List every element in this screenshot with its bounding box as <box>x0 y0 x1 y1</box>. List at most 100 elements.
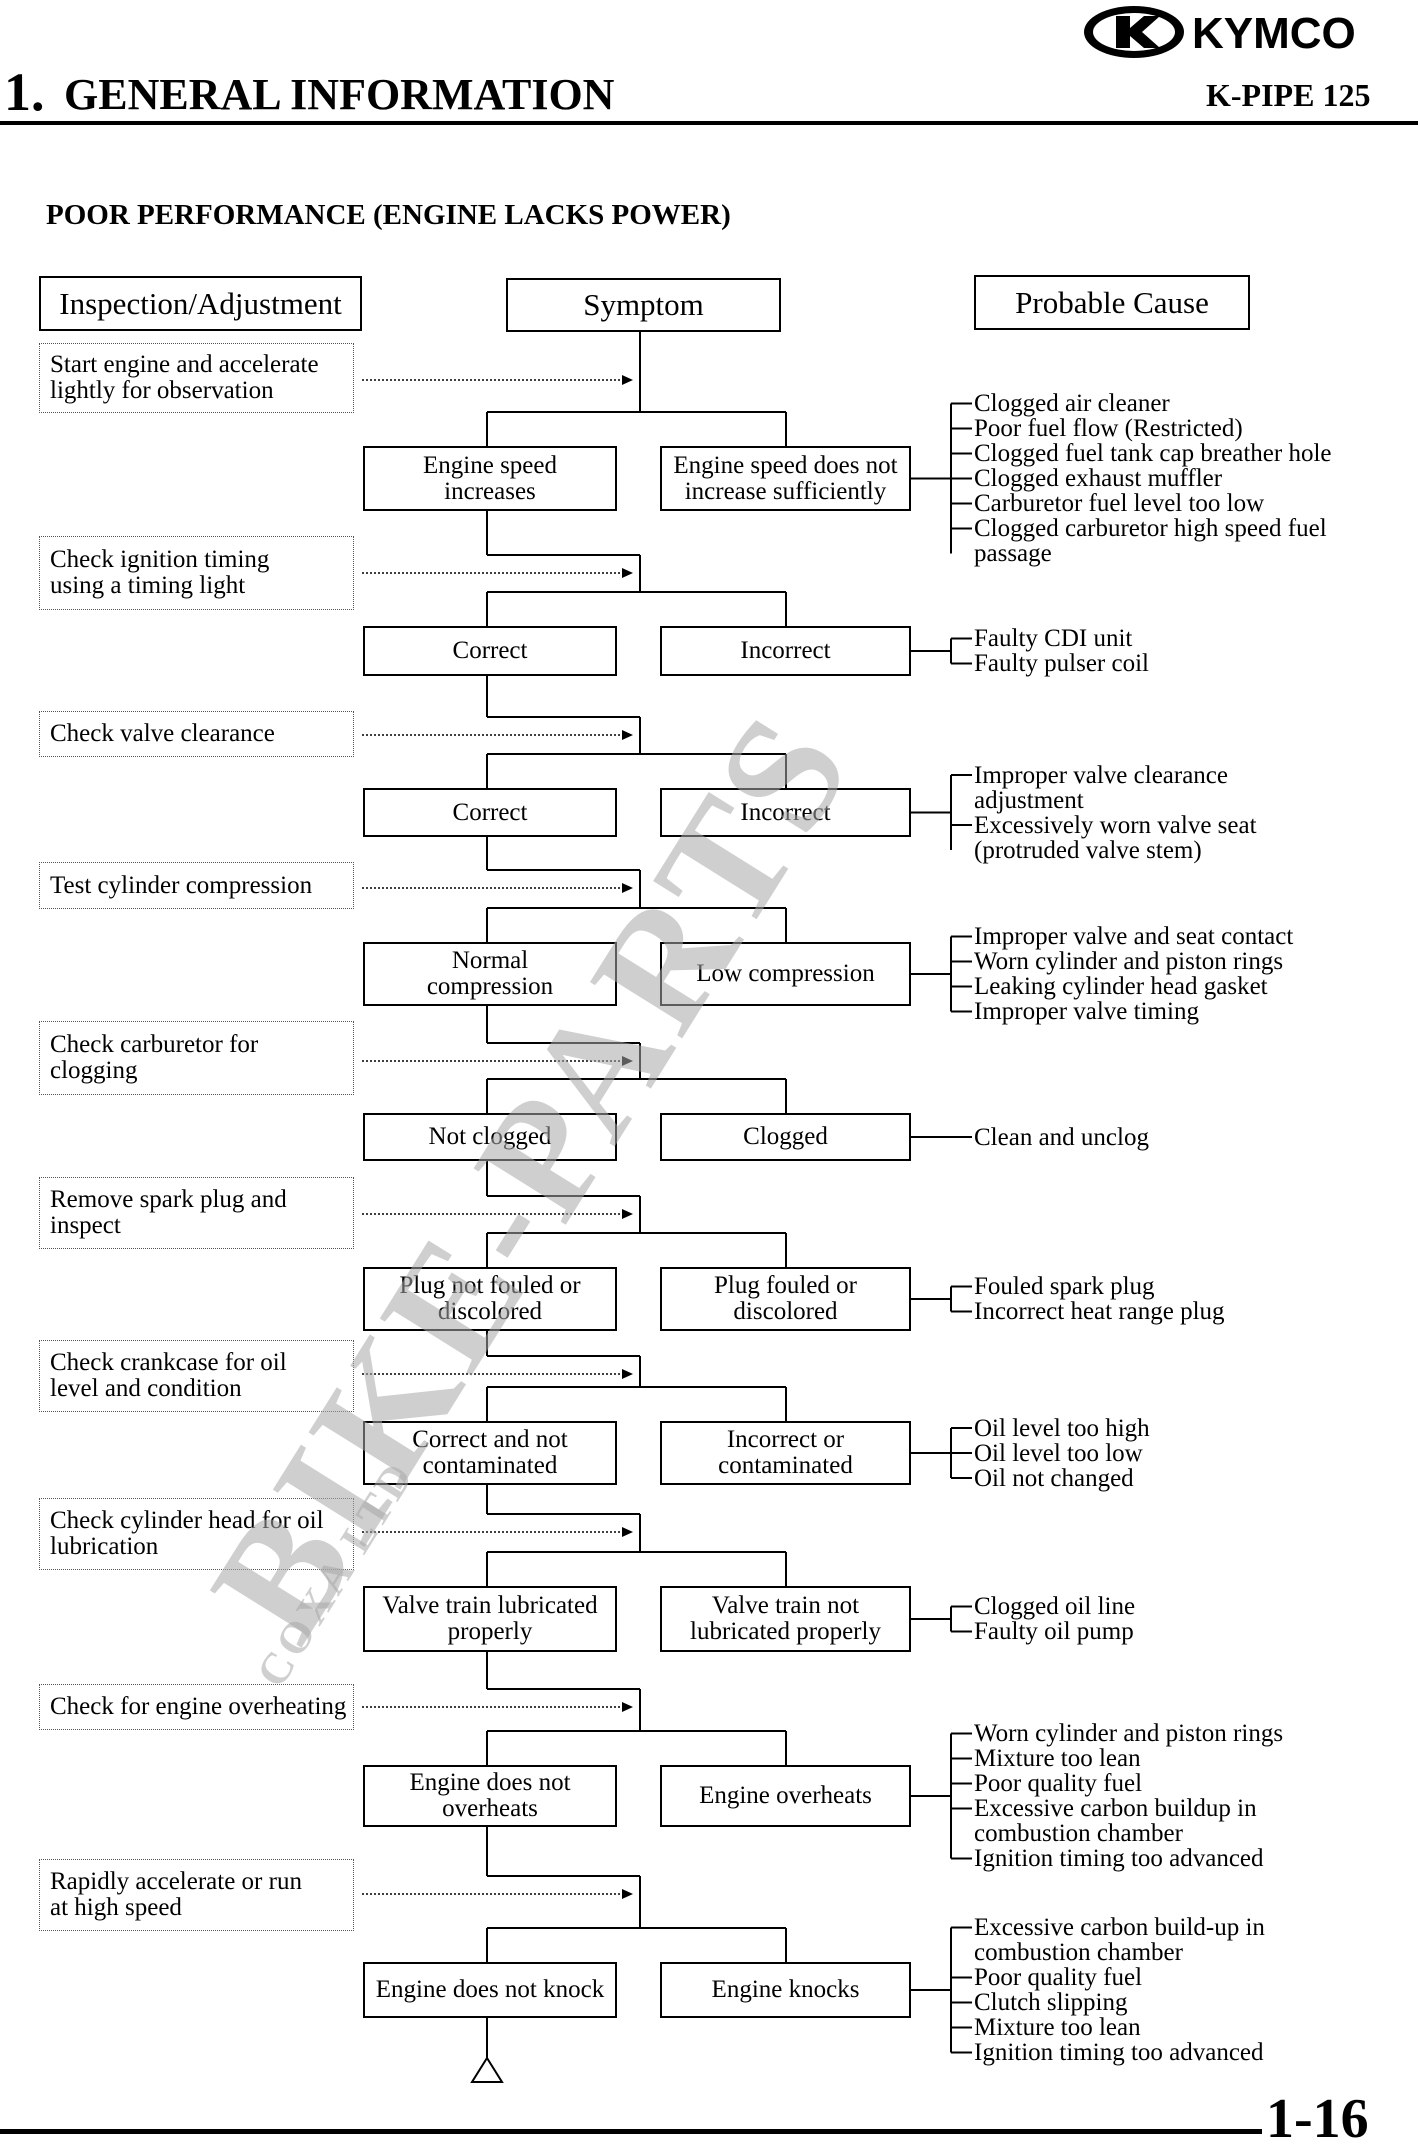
inspection-box-line: Test cylinder compression <box>50 871 313 899</box>
probable-cause-item: Mixture too lean <box>974 1745 1141 1772</box>
probable-cause-item: combustion chamber <box>974 1939 1183 1966</box>
symptom-fail-box: Clogged <box>660 1113 911 1161</box>
symptom-pass-box-line: increases <box>444 477 536 505</box>
probable-cause-item: Oil level too low <box>974 1439 1143 1467</box>
symptom-fail-box-line: discolored <box>733 1298 838 1325</box>
probable-cause-item: Worn cylinder and piston rings <box>974 948 1284 975</box>
end-triangle-icon <box>470 2056 504 2083</box>
symptom-fail-box: Engine overheats <box>660 1765 911 1827</box>
probable-cause-item: Clogged oil line <box>974 1593 1136 1620</box>
symptom-fail-box-line: increase sufficiently <box>684 477 887 505</box>
symptom-pass-box-line: discolored <box>437 1298 543 1325</box>
symptom-pass-box-line: Correct <box>452 637 528 664</box>
inspection-box-line: at high speed <box>50 1894 182 1921</box>
probable-cause-item: Ignition timing too advanced <box>974 1845 1264 1872</box>
symptom-pass-box-line: overheats <box>442 1795 538 1822</box>
symptom-pass-box-line: Valve train lubricated <box>382 1592 598 1619</box>
header-rule <box>0 121 1418 125</box>
symptom-pass-box: Correct <box>363 788 617 837</box>
inspection-box-line: inspect <box>50 1212 121 1239</box>
probable-cause-item: passage <box>974 540 1052 567</box>
inspection-box: Check for engine overheating <box>39 1684 354 1730</box>
kymco-logo: KYMCO <box>1080 2 1408 62</box>
chapter-number: 1. <box>4 62 45 122</box>
symptom-pass-box-line: Normal <box>451 947 529 974</box>
symptom-fail-box-line: Engine speed does not <box>673 451 898 479</box>
inspection-box-line: clogging <box>50 1057 138 1084</box>
inspection-box-line: Check valve clearance <box>50 720 275 747</box>
symptom-pass-box-line: properly <box>447 1618 533 1645</box>
symptom-pass-box: Not clogged <box>363 1113 617 1161</box>
inspection-box-line: Check cylinder head for oil <box>50 1507 324 1534</box>
arrow-head-icon <box>622 1209 633 1219</box>
inspection-box-line: Check ignition timing <box>50 546 270 573</box>
symptom-pass-box: Correct <box>363 626 617 676</box>
symptom-fail-box-line: lubricated properly <box>690 1618 881 1645</box>
inspection-box: Test cylinder compression <box>39 862 354 909</box>
probable-cause-item: Excessively worn valve seat <box>974 811 1257 839</box>
probable-cause-item: Faulty oil pump <box>974 1618 1134 1645</box>
symptom-fail-box-line: Low compression <box>696 960 875 987</box>
arrow-head-icon <box>622 1369 633 1379</box>
probable-cause-item: Clogged carburetor high speed fuel <box>974 515 1327 542</box>
inspection-box-line: level and condition <box>50 1375 242 1402</box>
inspection-box-line: lubrication <box>50 1533 159 1560</box>
probable-cause-item: Clogged exhaust muffler <box>974 465 1223 492</box>
symptom-fail-box-line: Engine knocks <box>711 1976 860 2003</box>
footer-rule <box>0 2129 1262 2134</box>
symptom-fail-box-line: Valve train not <box>711 1592 860 1619</box>
symptom-fail-box-line: Plug fouled or <box>713 1272 858 1299</box>
symptom-pass-box-line: Engine does not <box>409 1769 571 1796</box>
inspection-box-line: Check crankcase for oil <box>50 1349 287 1376</box>
probable-cause-item: Clutch slipping <box>974 1989 1128 2016</box>
symptom-pass-box-line: contaminated <box>422 1452 558 1479</box>
probable-cause-item: Clean and unclog <box>974 1123 1149 1151</box>
arrow-head-icon <box>622 1889 633 1899</box>
symptom-fail-box-line: Incorrect <box>740 637 831 664</box>
chapter-title: GENERAL INFORMATION <box>64 70 615 119</box>
symptom-fail-box: Engine knocks <box>660 1962 911 2018</box>
arrow-head-icon <box>622 375 633 385</box>
symptom-fail-box-line: contaminated <box>718 1452 853 1479</box>
probable-cause-item: Leaking cylinder head gasket <box>974 973 1268 1000</box>
brand-text: KYMCO <box>1192 9 1356 58</box>
probable-cause-item: Worn cylinder and piston rings <box>974 1720 1284 1747</box>
inspection-box-line: Check carburetor for <box>50 1031 259 1058</box>
symptom-fail-box-line: Incorrect <box>740 798 831 826</box>
probable-cause-item: Clogged fuel tank cap breather hole <box>974 440 1332 467</box>
column-header-symptom: Symptom <box>506 278 781 332</box>
probable-cause-item: Improper valve and seat contact <box>974 923 1294 950</box>
symptom-fail-box-line: Incorrect or <box>726 1426 845 1453</box>
probable-cause-item: adjustment <box>974 786 1084 814</box>
probable-cause-item: Excessive carbon buildup in <box>974 1795 1257 1822</box>
arrow-head-icon <box>622 883 633 893</box>
inspection-box-line: Remove spark plug and <box>50 1186 287 1213</box>
symptom-pass-box-line: Engine speed <box>423 451 557 479</box>
symptom-fail-box-line: Engine overheats <box>699 1782 872 1809</box>
symptom-pass-box-line: Plug not fouled or <box>399 1272 581 1299</box>
probable-cause-item: Faulty CDI unit <box>974 625 1133 652</box>
arrow-head-icon <box>622 730 633 740</box>
inspection-box-line: Start engine and accelerate <box>50 351 319 378</box>
probable-cause-item: Incorrect heat range plug <box>974 1298 1225 1325</box>
symptom-pass-box-line: Correct <box>452 798 528 826</box>
inspection-box-line: Rapidly accelerate or run <box>50 1868 302 1895</box>
probable-cause-item: Mixture too lean <box>974 2014 1141 2041</box>
probable-cause-item: Ignition timing too advanced <box>974 2039 1264 2066</box>
column-header-inspection: Inspection/Adjustment <box>39 276 362 331</box>
symptom-pass-box-line: compression <box>426 973 554 1000</box>
symptom-pass-box: Engine does not knock <box>363 1962 617 2018</box>
symptom-fail-box-line: Clogged <box>743 1123 828 1150</box>
